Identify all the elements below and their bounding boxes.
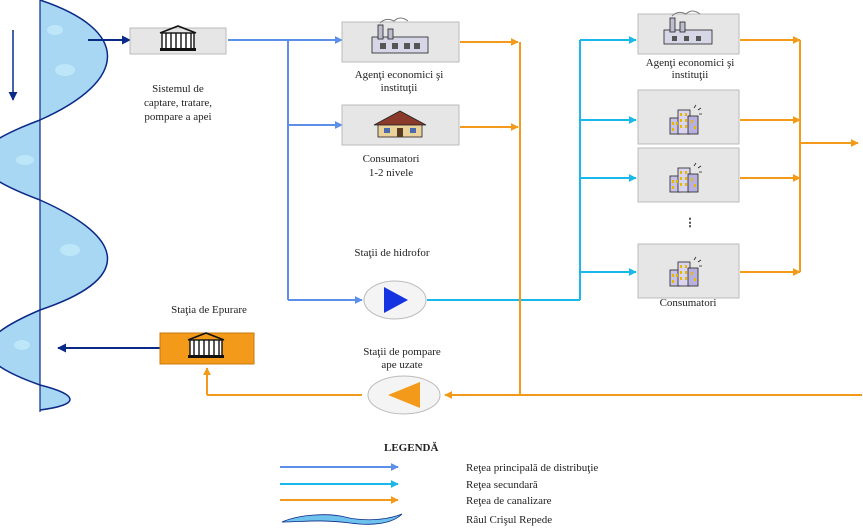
wastewater-pump-label-2: ape uzate <box>381 359 422 371</box>
ellipsis-marker: ⋮ <box>685 217 696 229</box>
consumers-secondary-box-2 <box>638 148 739 202</box>
agents-secondary-label-2: instituţii <box>672 69 709 81</box>
agents-main-label-2: instituţii <box>381 82 418 94</box>
wastewater-pump-label-1: Staţii de pompare <box>363 346 441 358</box>
consumers-main-box <box>342 105 459 145</box>
agents-main-box <box>342 18 459 62</box>
legend: LEGENDĂ Reţea principală de distribuţie … <box>280 442 598 526</box>
agents-secondary-label-1: Agenţi economici şi <box>646 57 735 69</box>
water-intake-plant <box>130 26 226 54</box>
treatment-label: Staţia de Epurare <box>171 304 247 316</box>
agents-secondary-box <box>638 11 739 54</box>
booster-label: Staţii de hidrofor <box>354 247 429 259</box>
secondary-network <box>427 40 636 300</box>
consumers-main-label-2: 1-2 nivele <box>369 167 413 179</box>
sewer-network <box>207 40 862 395</box>
legend-label-sewer: Reţea de canalizare <box>466 495 552 507</box>
consumers-secondary-box-3 <box>638 244 739 298</box>
source-label-3: pompare a apei <box>144 111 211 123</box>
consumers-secondary-label: Consumatori <box>660 297 717 309</box>
treatment-plant <box>160 333 254 364</box>
legend-label-main: Reţea principală de distribuţie <box>466 462 598 474</box>
legend-label-secondary: Reţea secundară <box>466 479 538 491</box>
source-label-2: captare, tratare, <box>144 97 212 109</box>
river <box>0 0 108 412</box>
legend-title: LEGENDĂ <box>384 442 438 454</box>
legend-swatch-river <box>282 514 402 524</box>
agents-main-label-1: Agenţi economici şi <box>355 69 444 81</box>
main-distribution-network <box>88 40 362 300</box>
booster-pump <box>364 281 426 319</box>
consumers-main-label-1: Consumatori <box>363 153 420 165</box>
source-label-1: Sistemul de <box>152 83 204 95</box>
wastewater-pump <box>368 376 440 414</box>
consumers-secondary-box-1 <box>638 90 739 144</box>
legend-label-river: Râul Crişul Repede <box>466 514 552 526</box>
